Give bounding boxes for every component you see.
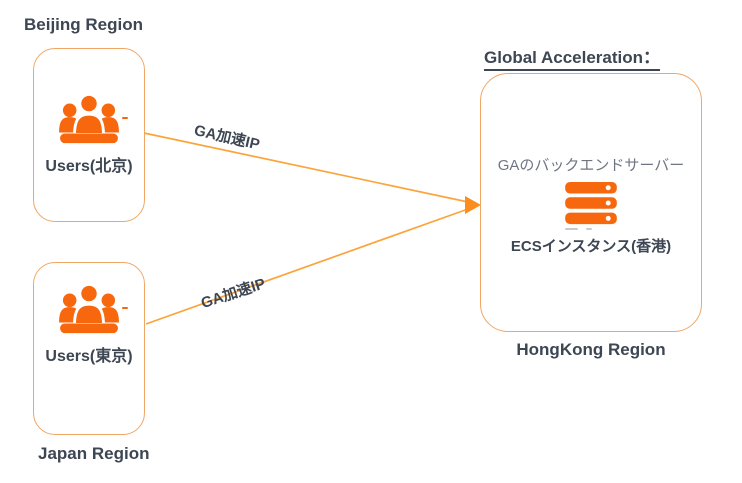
beijing-region-box: Users(北京) [33,48,145,222]
global-acceleration-header: Global Acceleration： [484,43,661,71]
beijing-users-label: Users(北京) [45,158,133,175]
hongkong-region-title: HongKong Region [516,340,666,359]
server-caption-remnant [564,228,592,230]
ecs-instance-label: ECSインスタンス(香港) [510,238,672,255]
users-icon [57,281,128,337]
ga-accelerated-ip-label-beijing: GA加速IP [192,121,262,154]
ga-accelerated-ip-label-japan: GA加速IP [198,275,268,313]
ga-backend-server-label: GAのバックエンドサーバー [497,157,685,174]
japan-to-ga-line [145,208,469,325]
hongkong-region-box: GAのバックエンドサーバー ECSインスタンス(香港) [480,73,702,332]
users-group-icon [59,282,119,334]
beijing-to-ga-line [143,132,469,203]
japan-region-box: Users(東京) [33,262,145,435]
trademark-dash-icon [122,117,128,119]
users-group-icon [59,92,119,144]
japan-users-label: Users(東京) [45,348,133,365]
arrowhead-icon [465,196,481,214]
trademark-dash-icon [122,307,128,309]
users-icon [57,91,128,147]
japan-region-title: Japan Region [38,444,150,463]
server-icon [564,182,618,226]
beijing-region-title: Beijing Region [24,15,143,34]
server-stack-icon [565,182,617,225]
